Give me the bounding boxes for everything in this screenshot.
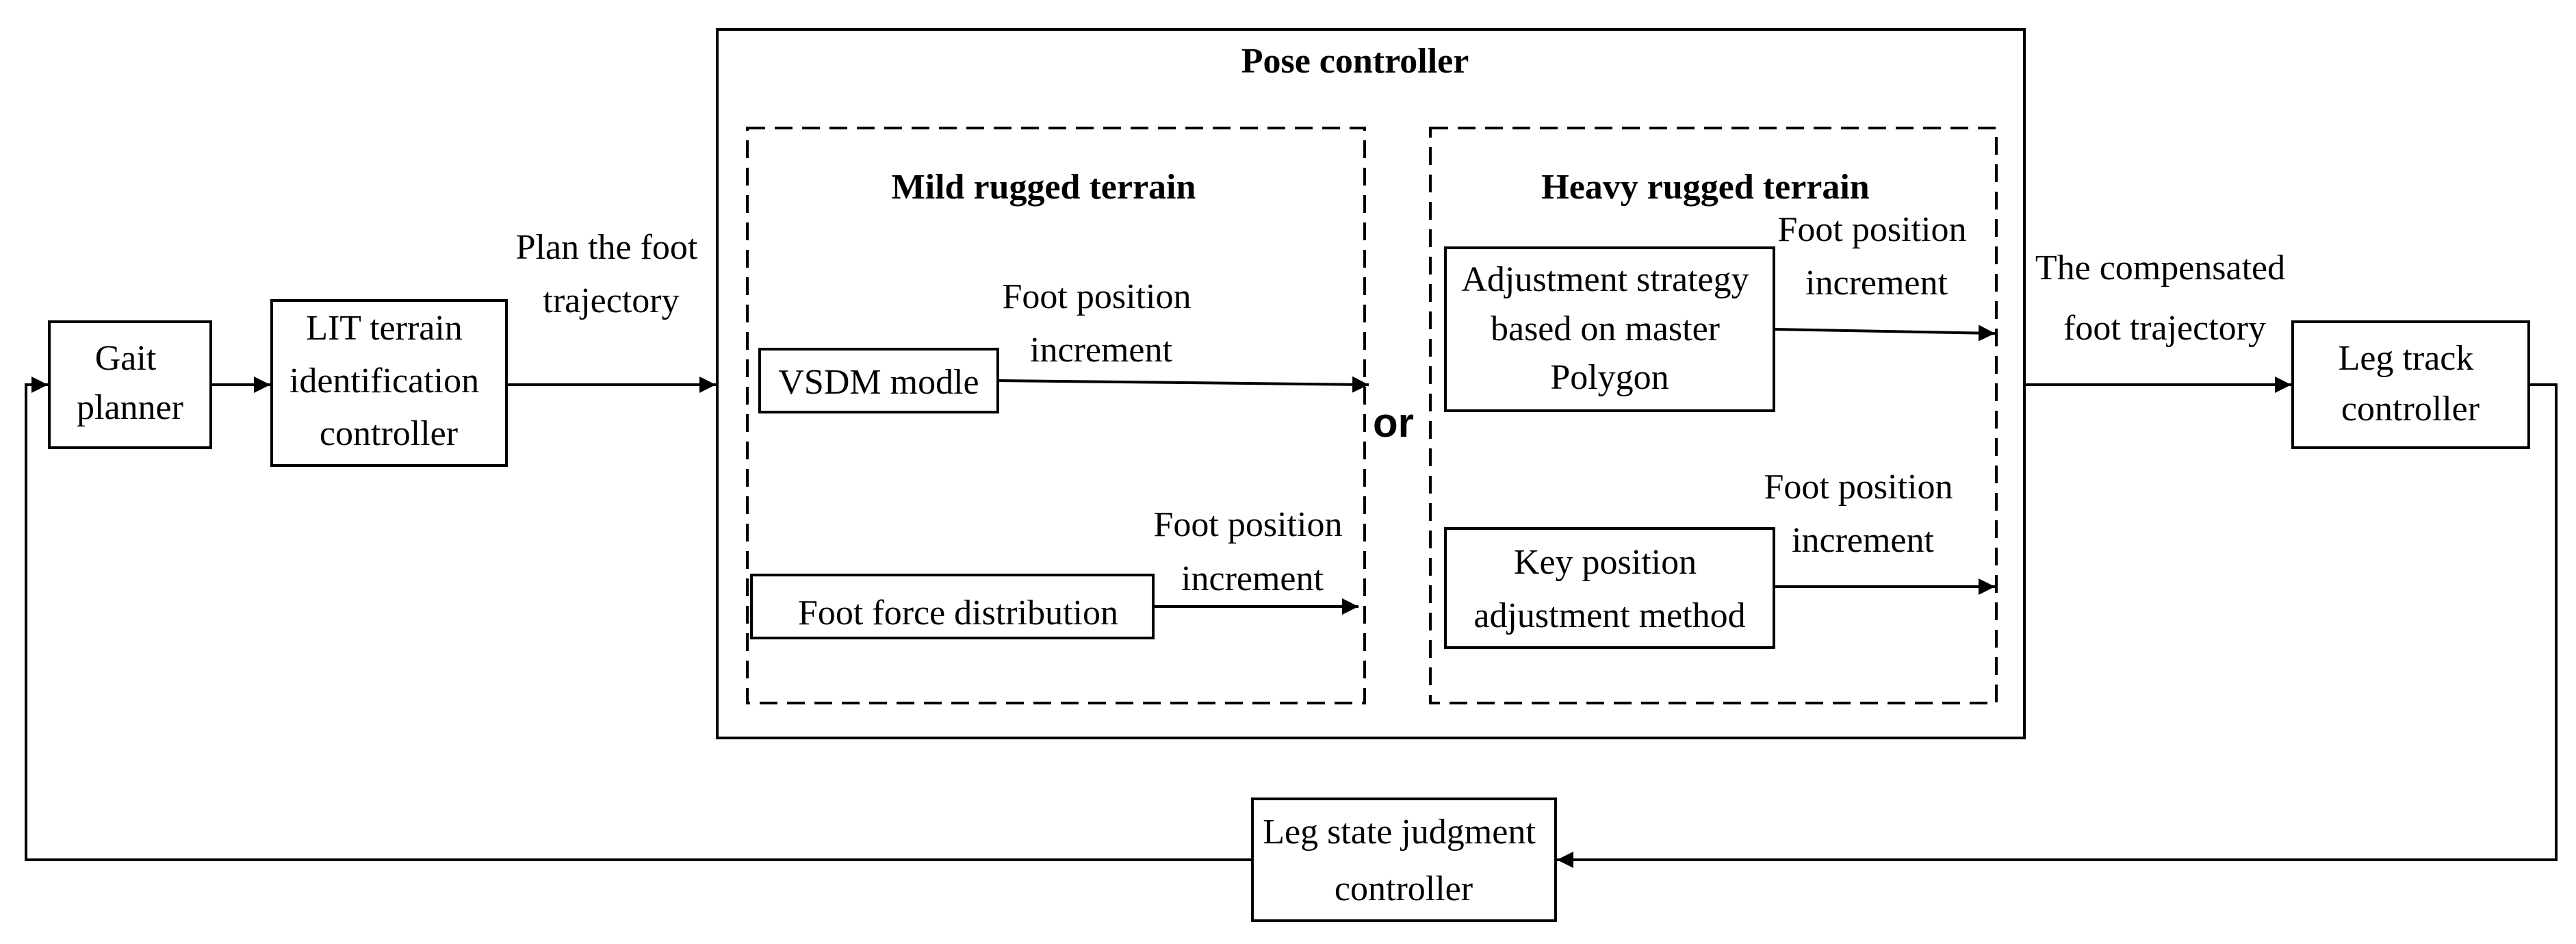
heavy-rugged-terrain-group: Heavy rugged terrain: [1429, 127, 1998, 704]
leg-track-controller-block: Leg track controller: [2291, 320, 2530, 449]
adjustment-strategy-block: Adjustment strategy based on master Poly…: [1444, 246, 1775, 412]
leg-track-controller-label: Leg track controller: [2339, 339, 2483, 429]
foot-force-increment-label: Foot position increment: [1154, 505, 1352, 598]
vsdm-module-label: VSDM modle: [778, 363, 979, 402]
leg-state-judgment-label: Leg state judgment controller: [1263, 813, 1545, 908]
adjustment-increment-label: Foot position increment: [1778, 210, 1976, 303]
vsdm-module-block: VSDM modle: [758, 348, 999, 413]
mild-rugged-terrain-group: Mild rugged terrain: [746, 127, 1366, 704]
arrow-vsdm-out: [997, 376, 1369, 393]
key-position-adjustment-block: Key position adjustment method: [1444, 527, 1775, 649]
mild-rugged-terrain-title: Mild rugged terrain: [892, 168, 1196, 207]
feedback-leg-track-to-leg-state: [1557, 383, 2558, 868]
pose-controller-title: Pose controller: [1241, 42, 1469, 81]
leg-state-judgment-block: Leg state judgment controller: [1251, 798, 1557, 922]
foot-force-distribution-block: Foot force distribution: [750, 574, 1155, 639]
foot-force-distribution-label: Foot force distribution: [798, 594, 1118, 633]
gait-planner-label: Gait planner: [77, 339, 183, 427]
lit-terrain-controller-label: LIT terrain identification controller: [289, 309, 488, 453]
compensated-trajectory-label: The compensated foot trajectory: [2035, 248, 2294, 348]
heavy-rugged-terrain-title: Heavy rugged terrain: [1541, 168, 1870, 207]
key-position-adjustment-label: Key position adjustment method: [1473, 543, 1745, 635]
vsdm-increment-label: Foot position increment: [1003, 277, 1200, 370]
key-position-increment-label: Foot position increment: [1764, 468, 1962, 560]
lit-terrain-controller-block: LIT terrain identification controller: [270, 299, 508, 467]
or-label: or: [1373, 400, 1414, 446]
feedback-leg-state-to-gait: [25, 377, 1252, 861]
gait-planner-block: Gait planner: [48, 320, 212, 449]
adjustment-strategy-label: Adjustment strategy based on master Poly…: [1461, 260, 1757, 397]
plan-foot-trajectory-label: Plan the foot trajectory: [516, 228, 707, 320]
arrow-adjustment-out: [1773, 324, 1996, 342]
